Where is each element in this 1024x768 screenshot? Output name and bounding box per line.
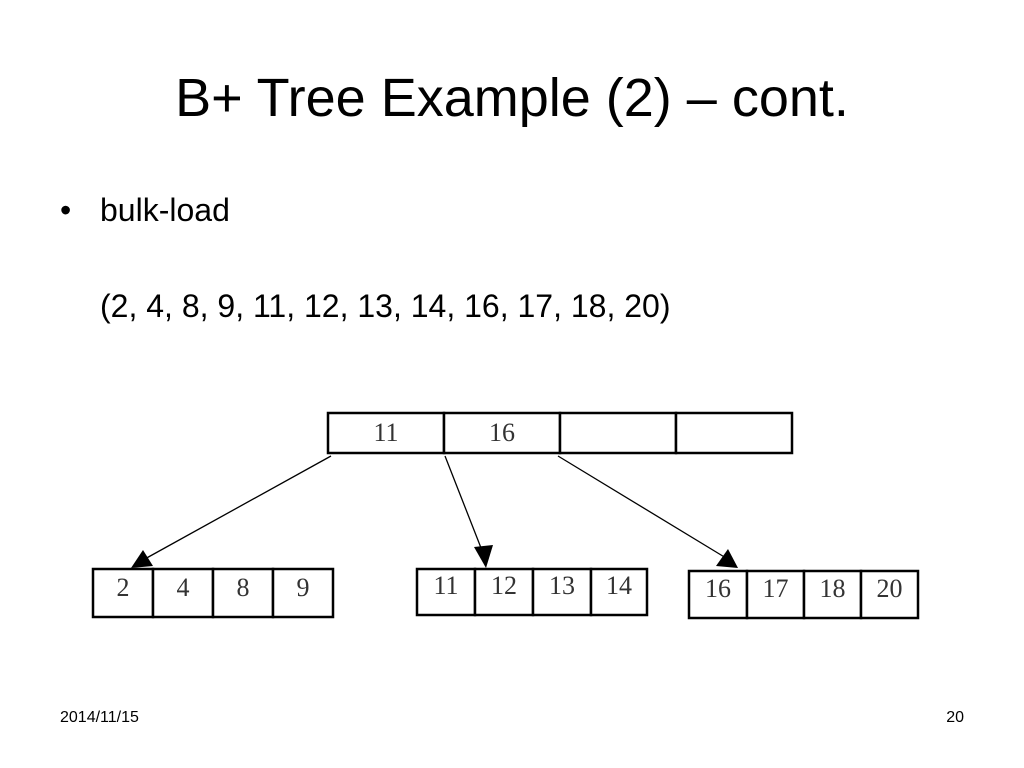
leaf-node-1: 2 4 8 9 (91, 567, 335, 619)
root-cell-empty (674, 411, 794, 455)
leaf-key: 12 (491, 571, 517, 600)
leaf-key: 11 (433, 571, 458, 600)
root-cell: 11 (326, 411, 446, 455)
leaf-cell: 4 (151, 567, 215, 619)
leaf-cell: 20 (859, 569, 920, 620)
bullet-marker: • (60, 192, 72, 228)
leaf-cell: 14 (589, 567, 649, 617)
leaf-key: 2 (117, 573, 130, 602)
key-sequence: (2, 4, 8, 9, 11, 12, 13, 14, 16, 17, 18,… (100, 288, 671, 324)
leaf-key: 14 (606, 571, 632, 600)
leaf-key: 4 (177, 573, 190, 602)
leaf-cell: 13 (531, 567, 593, 617)
arrowhead-leaf-1 (131, 550, 153, 568)
root-key: 16 (489, 418, 515, 447)
arrowhead-leaf-2 (474, 545, 493, 568)
footer-date: 2014/11/15 (60, 709, 139, 726)
leaf-cell: 16 (687, 569, 749, 620)
leaf-cell: 11 (415, 567, 477, 617)
leaf-key: 20 (877, 574, 903, 603)
leaf-node-2: 11 12 13 14 (415, 567, 649, 617)
leaf-key: 13 (549, 571, 575, 600)
leaf-key: 18 (820, 574, 846, 603)
edge-root-to-leaf-3 (557, 455, 727, 559)
leaf-node-3: 16 17 18 20 (687, 569, 920, 620)
root-node: 11 16 (326, 411, 794, 455)
bullet-text: bulk-load (100, 192, 230, 228)
slide-title: B+ Tree Example (2) – cont. (175, 68, 849, 128)
leaf-key: 9 (297, 573, 310, 602)
edge-root-to-leaf-1 (142, 455, 332, 561)
leaf-cell: 18 (802, 569, 863, 620)
tree-edges (131, 455, 738, 568)
leaf-key: 8 (237, 573, 250, 602)
page-number: 20 (946, 709, 964, 726)
leaf-cell: 17 (745, 569, 806, 620)
bullet-item: • bulk-load (60, 190, 230, 230)
edge-root-to-leaf-2 (444, 455, 484, 554)
root-key: 11 (373, 418, 398, 447)
root-cell: 16 (442, 411, 562, 455)
leaf-key: 16 (705, 574, 731, 603)
leaf-cell: 12 (473, 567, 535, 617)
leaf-cell: 9 (271, 567, 335, 619)
leaf-key: 17 (763, 574, 789, 603)
root-cell-empty (558, 411, 678, 455)
leaf-cell: 2 (91, 567, 155, 619)
arrowhead-leaf-3 (716, 549, 738, 568)
leaf-cell: 8 (211, 567, 275, 619)
